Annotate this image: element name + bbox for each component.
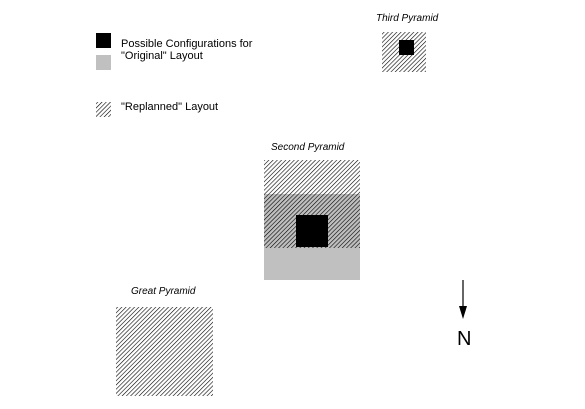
third-pyramid-original-black bbox=[399, 40, 414, 55]
legend-original-label: Possible Configurations for "Original" L… bbox=[121, 38, 252, 62]
great-pyramid-replanned bbox=[116, 307, 213, 396]
second-pyramid-replanned-top bbox=[264, 160, 360, 194]
north-arrow bbox=[459, 280, 467, 319]
legend-gray-swatch bbox=[96, 55, 111, 70]
legend-original-line1: Possible Configurations for bbox=[121, 38, 253, 50]
north-label: N bbox=[457, 328, 472, 350]
third-pyramid-label: Third Pyramid bbox=[376, 13, 439, 24]
legend-black-swatch bbox=[96, 33, 111, 48]
legend-original-line2: "Original" Layout bbox=[121, 50, 203, 62]
third-pyramid bbox=[382, 32, 426, 72]
second-pyramid-gray-base bbox=[264, 248, 360, 280]
great-pyramid-label: Great Pyramid bbox=[131, 286, 196, 297]
second-pyramid-original-black bbox=[296, 215, 328, 247]
second-pyramid bbox=[264, 160, 360, 280]
legend-hatch-swatch bbox=[96, 102, 111, 117]
legend-replanned-label: "Replanned" Layout bbox=[121, 101, 219, 113]
second-pyramid-label: Second Pyramid bbox=[271, 142, 345, 153]
